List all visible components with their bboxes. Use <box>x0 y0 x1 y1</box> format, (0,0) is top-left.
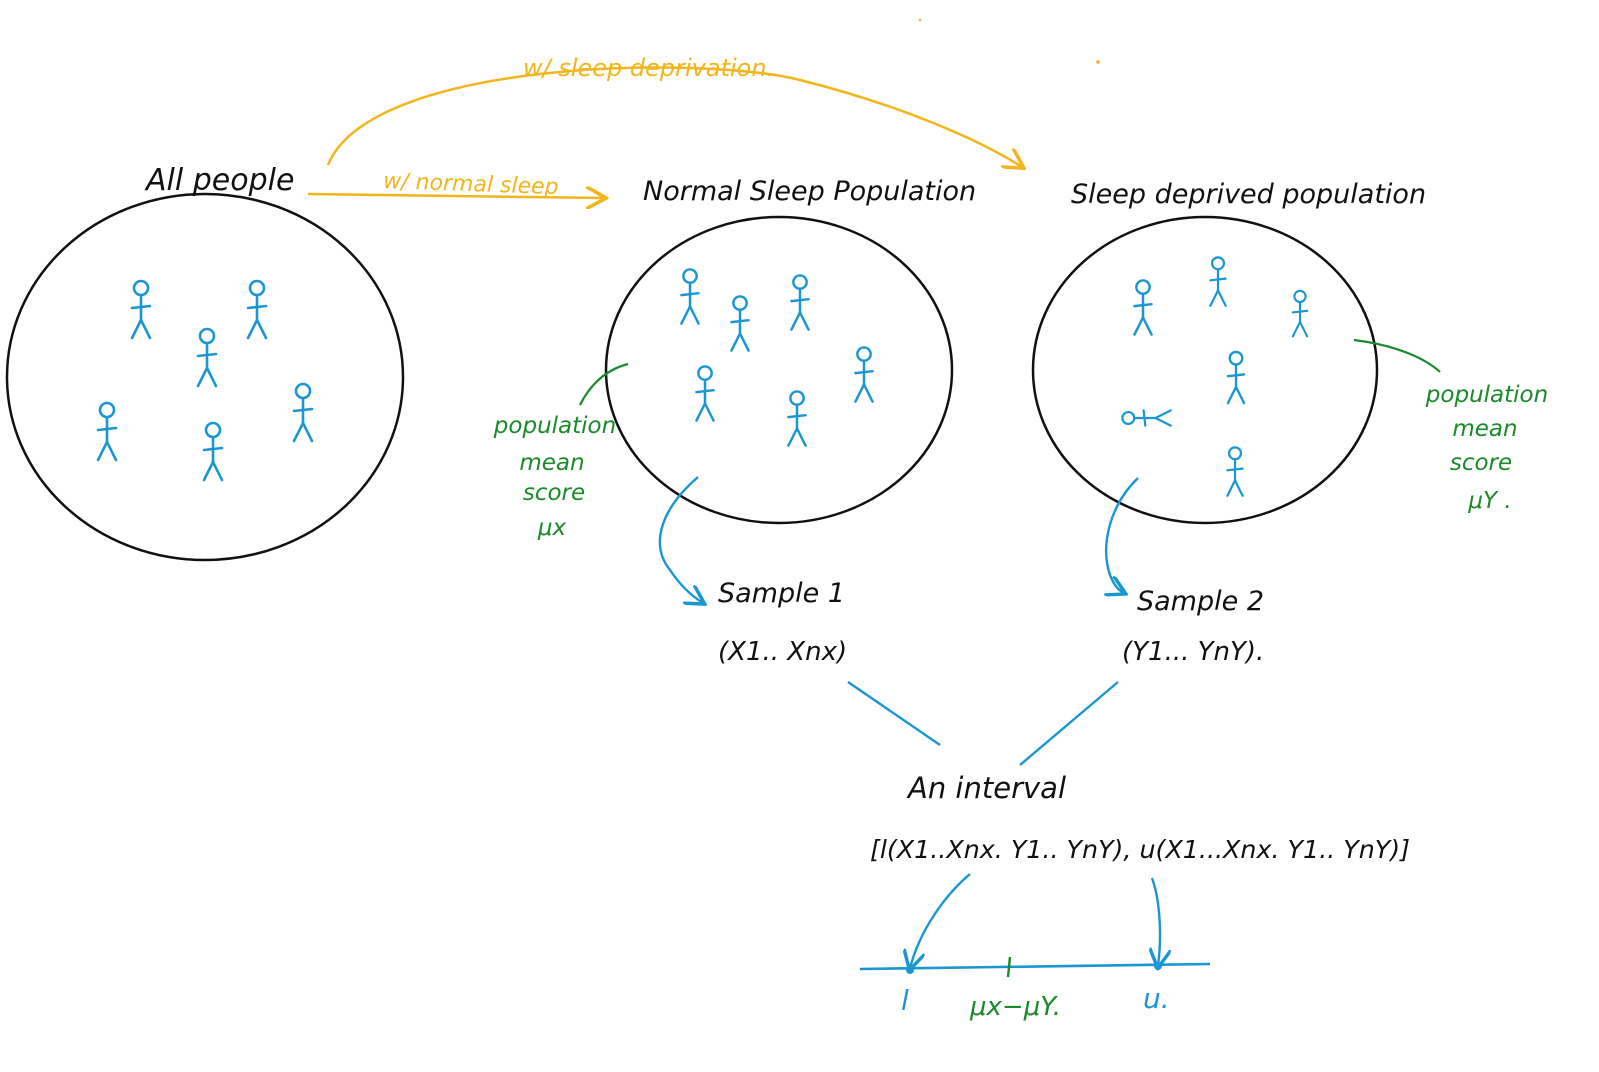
lower-bound-point <box>906 966 914 974</box>
sample2-arrow <box>1106 477 1139 593</box>
stick-figure-icon <box>1121 409 1172 427</box>
deprivation-arrow <box>326 66 1022 167</box>
lower-bound-label: l <box>901 984 909 1017</box>
upper-bound-label: u. <box>1143 982 1170 1015</box>
mean-y-label: population mean score μY . <box>1425 382 1548 514</box>
normal-population-circle <box>604 215 954 525</box>
stick-figure-icon <box>246 279 268 340</box>
mean-x-pointer <box>579 362 629 406</box>
mean-y-line: score <box>1450 450 1512 476</box>
normal-sleep-arrow <box>307 194 604 198</box>
mean-y-line: population <box>1425 382 1548 408</box>
mean-x-line: mean <box>519 450 584 476</box>
stick-figure-icon <box>787 390 807 447</box>
mean-y-line: μY . <box>1467 488 1511 514</box>
mean-x-line: μx <box>537 515 567 541</box>
upper-bound-point <box>1154 962 1162 970</box>
sample1-arrow <box>658 476 703 603</box>
stick-figure-icon <box>790 274 810 331</box>
mean-y-pointer <box>1353 338 1441 373</box>
mean-x-line: score <box>523 480 585 506</box>
stick-figure-icon <box>695 365 715 422</box>
stick-figure-icon <box>130 279 152 340</box>
stick-figure-icon <box>196 327 218 388</box>
mean-y-line: mean <box>1452 416 1517 442</box>
stick-figure-icon <box>1133 279 1153 336</box>
mean-x-line: population <box>493 413 616 439</box>
yellow-dot <box>918 18 922 22</box>
stick-figure-icon <box>1209 256 1227 307</box>
normal-population-title: Normal Sleep Population <box>643 176 976 207</box>
number-line <box>859 962 1211 971</box>
normal-sleep-label: w/ normal sleep <box>383 169 559 200</box>
yellow-dot <box>1096 60 1100 64</box>
deprived-population-circle <box>1031 215 1379 525</box>
stick-figure-icon <box>292 382 314 443</box>
sample1-title: Sample 1 <box>718 578 845 609</box>
combine-line-left <box>847 681 941 746</box>
stick-figure-icon <box>1226 446 1244 497</box>
stick-figure-icon <box>854 346 874 403</box>
stick-figure-icon <box>1226 350 1246 405</box>
stick-figure-icon <box>202 421 224 482</box>
stick-figure-icon <box>96 401 118 462</box>
deprived-population-title: Sleep deprived population <box>1071 179 1426 210</box>
difference-tick <box>1006 956 1012 978</box>
sample2-values: (Y1... YnY). <box>1122 637 1264 667</box>
sample1-values: (X1.. Xnx) <box>718 637 847 667</box>
difference-label: μx−μY. <box>969 992 1061 1022</box>
all-people-title: All people <box>144 163 294 198</box>
combine-line-right <box>1019 681 1119 766</box>
stick-figure-icon <box>1291 289 1309 338</box>
interval-title: An interval <box>906 771 1066 805</box>
lower-bound-arrow <box>910 873 971 968</box>
upper-bound-arrow <box>1152 877 1160 966</box>
sample2-title: Sample 2 <box>1137 586 1264 617</box>
mean-x-label: population mean score μx <box>493 413 616 541</box>
all-people-circle <box>5 192 405 562</box>
deprivation-label: w/ sleep deprivation. <box>523 54 774 82</box>
stick-figure-icon <box>680 268 700 325</box>
interval-expression: [l(X1..Xnx. Y1.. YnY), u(X1...Xnx. Y1.. … <box>870 835 1410 864</box>
stick-figure-icon <box>730 295 750 352</box>
people-layer <box>96 256 1309 497</box>
